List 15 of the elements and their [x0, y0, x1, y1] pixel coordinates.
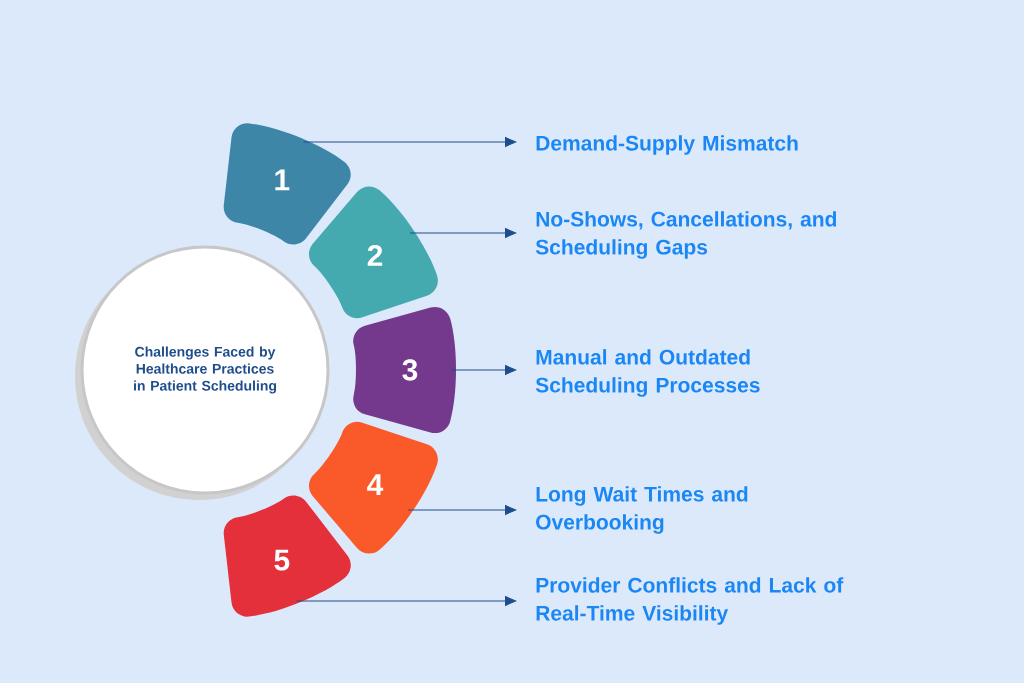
- challenge-text: Provider Conflicts and Lack of Real-Time Visibility: [536, 577, 844, 625]
- arrow: [296, 596, 517, 606]
- challenge-text: Manual and Outdated Scheduling Processes: [535, 349, 760, 397]
- arrow: [407, 505, 517, 515]
- arrow: [450, 365, 517, 375]
- challenge-text: No-Shows, Cancellations, and Scheduling Gaps: [535, 211, 837, 259]
- challenge-text: Long Wait Times and Overbooking: [536, 486, 748, 534]
- arrow: [303, 137, 517, 147]
- segment: 2: [308, 186, 438, 319]
- segment: 5: [223, 495, 351, 617]
- segment: 1: [223, 123, 351, 245]
- challenge-text: Demand-Supply Mismatch: [536, 135, 798, 155]
- segment: 3: [353, 306, 457, 434]
- arrow: [409, 228, 517, 238]
- segment: 4: [309, 421, 438, 554]
